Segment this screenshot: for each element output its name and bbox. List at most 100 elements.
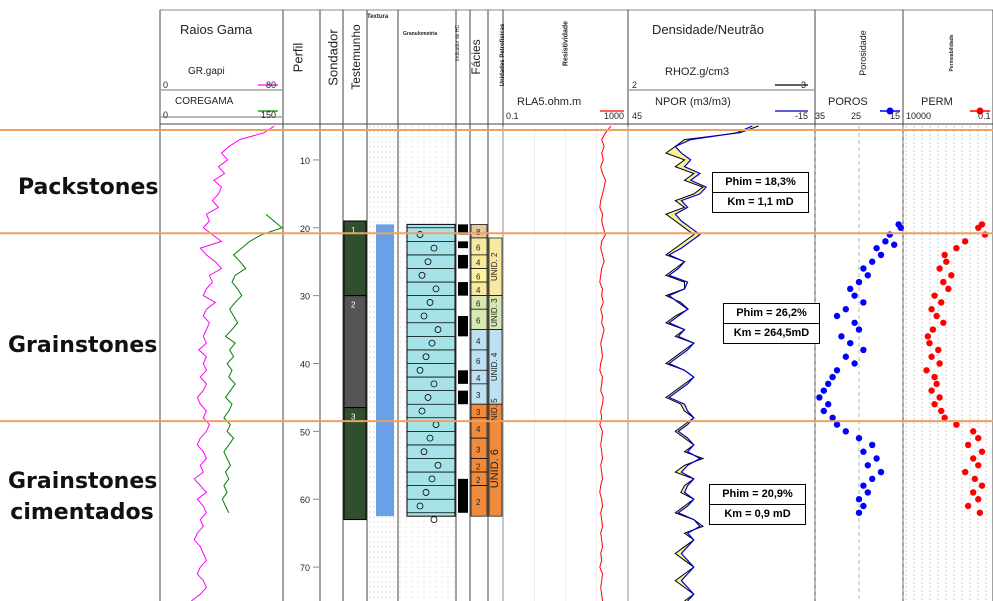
facies-code-label: 4	[476, 286, 481, 295]
facies-block	[470, 485, 488, 517]
unidade-label: UNID. 2	[490, 252, 499, 281]
perm-point	[940, 278, 947, 286]
facies-code-label: 4	[476, 425, 481, 434]
lithology-ooid	[428, 339, 436, 347]
indicador-track-title: Indicador de HC	[455, 24, 461, 62]
perm-point	[975, 496, 982, 503]
rhoz-curve	[664, 125, 759, 601]
rhoz-curve-min: 2	[632, 80, 638, 90]
poros-point	[842, 306, 849, 313]
unidade-label: UNID. 3	[490, 298, 499, 327]
poros-point	[897, 224, 904, 231]
annotation-phim: Phim = 26,2%	[723, 303, 820, 324]
perm-point	[929, 326, 937, 333]
gr-curve	[190, 125, 275, 601]
granulometria-column	[406, 223, 456, 517]
poros-point	[864, 272, 871, 279]
textura-track-title: Textura	[367, 14, 389, 20]
perm-point	[953, 244, 960, 252]
core-section-label: 1	[351, 226, 356, 235]
coregama-curve-name: COREGAMA	[175, 96, 234, 107]
poros-tick-25: 25	[851, 111, 862, 121]
npor-curve-max: -15	[795, 111, 809, 121]
perm-point	[975, 434, 982, 442]
perm-curve-name: PERM	[921, 96, 953, 108]
facies-code-label: 4	[476, 337, 481, 346]
perm-point	[936, 265, 943, 272]
depth-tick-label: 50	[300, 427, 310, 437]
poros-point	[882, 238, 889, 245]
poros-point	[855, 326, 863, 333]
poros-legend-marker	[886, 107, 894, 115]
depth-tick-label: 70	[300, 563, 310, 573]
perm-point	[941, 414, 948, 421]
lithology-ooid	[416, 502, 424, 510]
depth-tick-label: 30	[300, 292, 310, 302]
perm-point	[945, 285, 952, 293]
facies-label-line: Packstones	[18, 175, 159, 200]
lithology-ooid	[426, 299, 434, 306]
gr-curve-name: GR.gapi	[188, 66, 225, 77]
hc-indicator-block	[458, 390, 468, 405]
poros-point	[860, 482, 867, 489]
perm-tick-10000: 10000	[906, 111, 932, 121]
perm-point	[953, 421, 960, 428]
rla5-curve-max: 1000	[604, 111, 625, 121]
poros-point	[877, 468, 885, 476]
perm-tick-0.1: 0.1	[978, 111, 991, 121]
perm-point	[931, 373, 938, 381]
facies-label-line: cimentados	[10, 500, 154, 525]
poros-point	[860, 299, 867, 306]
poros-point	[816, 394, 823, 401]
perm-point	[970, 455, 977, 462]
perm-point	[970, 489, 977, 496]
rhoz-curve-max: 3	[801, 80, 807, 90]
rla5-curve-min: 0.1	[506, 111, 519, 121]
poros-point	[869, 475, 876, 483]
poros-tick-15: 15	[890, 111, 901, 121]
poros-point	[855, 434, 863, 442]
poros-point	[847, 339, 854, 347]
facies-track-title: Fácies	[469, 39, 483, 75]
perm-point	[971, 475, 979, 483]
unidades-track-title: Unidades Petrofísicas	[500, 23, 506, 87]
densidade-track-title: Densidade/Neutrão	[652, 22, 765, 37]
lithology-ooid	[416, 231, 424, 238]
poros-point	[891, 241, 898, 248]
testemunho-track-title: Testemunho	[349, 24, 363, 90]
annotation-box-packstones: Phim = 18,3% Km = 1,1 mD	[712, 172, 809, 213]
perm-point	[928, 387, 935, 394]
depth-tick-label: 10	[300, 156, 310, 166]
gr-curve-max: 80	[266, 80, 277, 90]
poros-curve-name: POROS	[828, 96, 868, 108]
resistividade-track-title: Resistividade	[562, 20, 570, 67]
sondador-track-title: Sondador	[325, 29, 341, 86]
facies-code-label: 6	[476, 357, 481, 366]
perm-legend-marker	[976, 107, 984, 115]
unidade-label: UNID. 4	[490, 352, 499, 381]
poros-point	[851, 292, 858, 299]
poros-point	[860, 265, 867, 272]
poros-point	[877, 251, 885, 259]
poros-point	[829, 373, 836, 381]
coregama-curve	[221, 213, 284, 514]
facies-code-label: 6	[476, 272, 481, 281]
porosidade-track-title: Porosidade	[858, 30, 868, 76]
poros-point	[833, 421, 841, 428]
poros-point	[869, 441, 876, 449]
npor-curve-name: NPOR (m3/m3)	[655, 96, 731, 108]
lithology-ooid	[420, 312, 428, 320]
facies-label-grainstones: Grainstones	[8, 330, 157, 361]
hc-indicator-block	[458, 282, 468, 296]
coregama-curve-max: 150	[261, 110, 277, 120]
poros-point	[847, 285, 854, 293]
perm-point	[926, 339, 933, 347]
poros-point	[869, 258, 876, 265]
granulometria-track-title: Granulometria	[403, 31, 438, 37]
facies-code-label: 2	[476, 476, 481, 485]
depth-tick-label: 20	[300, 224, 310, 234]
poros-point	[838, 333, 845, 340]
perm-point	[936, 394, 943, 401]
poros-point	[842, 353, 849, 360]
npor-curve	[667, 125, 753, 601]
